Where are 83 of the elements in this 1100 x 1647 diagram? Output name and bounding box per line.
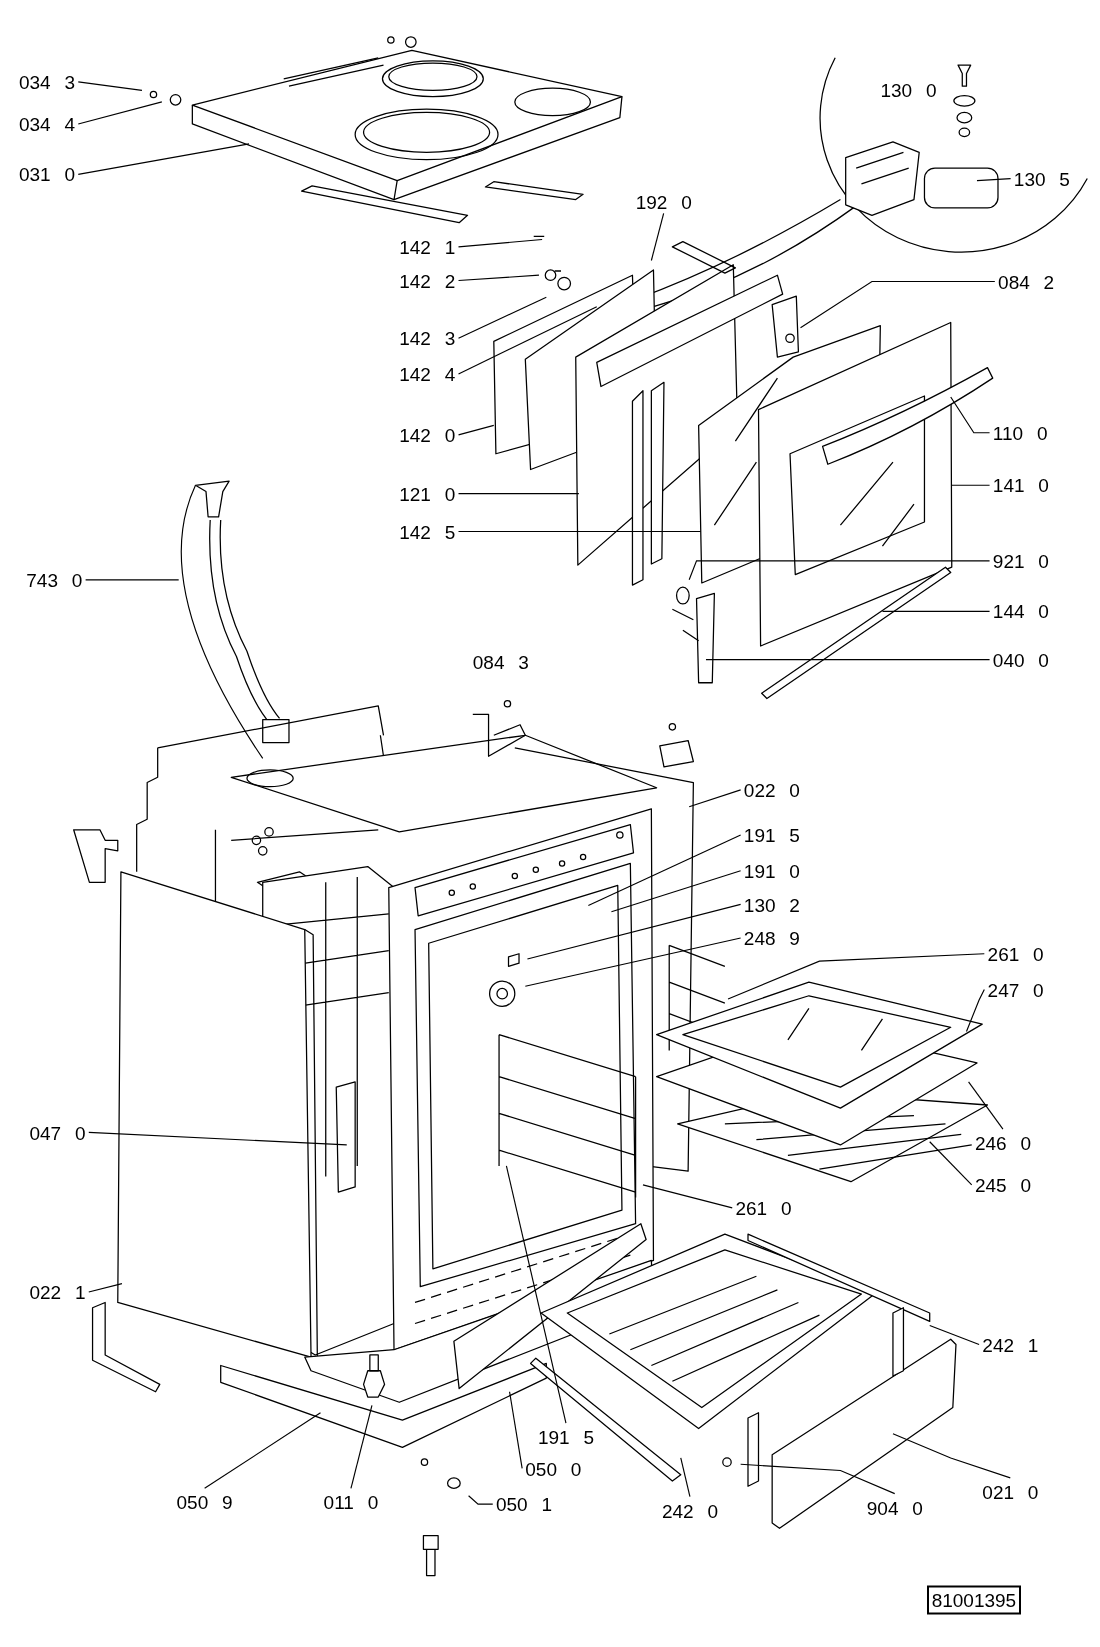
callout-number: 031 0 <box>18 164 75 184</box>
leader-line <box>526 903 742 960</box>
leader-line <box>77 143 250 175</box>
callout-number: 245 0 <box>974 1175 1032 1195</box>
leader-line <box>468 1495 494 1505</box>
leader-line <box>680 1457 691 1498</box>
leader-line <box>892 1433 1011 1479</box>
leader-line <box>688 560 991 581</box>
leader-line <box>929 1325 980 1346</box>
leader-line <box>350 1404 373 1489</box>
leader-line <box>77 81 143 91</box>
callout-number: 047 0 <box>29 1123 86 1143</box>
leader-line <box>587 834 742 906</box>
leader-line <box>457 493 580 495</box>
callout-number: 191 5 <box>743 825 800 845</box>
leader-line <box>457 274 540 282</box>
callout-number: 142 0 <box>399 425 456 445</box>
callout-number: 904 0 <box>866 1498 923 1518</box>
leader-line <box>642 1184 733 1209</box>
callout-number: 142 2 <box>399 271 456 290</box>
leader-line <box>705 659 991 661</box>
leader-line <box>951 484 991 486</box>
leader-line <box>457 238 543 248</box>
leader-line <box>457 296 547 339</box>
callout-number: 142 5 <box>399 522 456 542</box>
callout-number: 191 5 <box>537 1427 594 1447</box>
leader-line <box>976 177 1012 182</box>
leader-line <box>965 988 985 1033</box>
callout-number: 248 9 <box>743 928 800 948</box>
leader-line <box>457 424 495 436</box>
leader-line <box>799 280 996 329</box>
callout-number: 050 0 <box>525 1459 582 1479</box>
leader-line <box>881 610 991 612</box>
callout-number: 022 1 <box>29 1282 86 1302</box>
callout-number: 050 9 <box>176 1492 233 1512</box>
leader-line <box>457 306 598 375</box>
leader-line <box>727 953 985 1000</box>
callout-number: 743 0 <box>26 570 83 590</box>
leader-line <box>457 530 702 533</box>
callout-number: 121 0 <box>399 484 456 504</box>
callout-number: 261 0 <box>987 944 1044 964</box>
callout-number: 246 0 <box>974 1133 1032 1153</box>
callout-number: 261 0 <box>735 1198 792 1218</box>
leader-line <box>88 1131 348 1146</box>
leader-line <box>610 870 742 913</box>
callout-number: 141 0 <box>992 475 1049 495</box>
leader-line <box>650 212 665 262</box>
callout-number: 130 5 <box>1013 169 1070 189</box>
leader-line <box>204 1412 322 1489</box>
leader-line <box>505 1165 567 1424</box>
leader-line <box>77 101 163 125</box>
callout-number: 142 4 <box>399 364 456 384</box>
callout-number: 040 0 <box>992 650 1049 670</box>
callout-number: 022 0 <box>743 780 800 800</box>
leader-line <box>88 1283 123 1293</box>
callout-number: 084 2 <box>998 272 1055 292</box>
leader-line <box>85 484 264 759</box>
callout-number: 050 1 <box>495 1495 552 1514</box>
callout-number: 242 1 <box>982 1335 1039 1355</box>
callout-number: 921 0 <box>992 551 1049 571</box>
leader-line <box>509 1391 523 1469</box>
callout-number: 034 4 <box>18 114 75 134</box>
callout-number: 247 0 <box>987 980 1044 1000</box>
leader-line <box>740 1463 896 1495</box>
leader-line <box>524 937 742 987</box>
drawing-number-box: 81001395 <box>926 1585 1022 1615</box>
callout-number: 142 3 <box>399 328 456 348</box>
callout-number: 034 3 <box>18 72 75 92</box>
callout-number: 242 0 <box>661 1501 718 1521</box>
callout-number: 142 1 <box>399 237 456 257</box>
leader-line <box>688 789 742 808</box>
leader-line <box>950 396 991 434</box>
leader-line <box>929 1141 973 1186</box>
callout-number: 011 0 <box>323 1492 379 1512</box>
callout-number: 130 2 <box>743 895 800 915</box>
callout-number: 144 0 <box>992 601 1049 621</box>
callout-number: 130 0 <box>880 80 937 100</box>
callout-number: 110 0 <box>992 423 1048 443</box>
callout-number: 192 0 <box>635 192 692 212</box>
leader-line <box>968 1081 1004 1130</box>
callout-number: 084 3 <box>472 652 529 672</box>
callout-number: 021 0 <box>982 1482 1039 1502</box>
callout-number: 191 0 <box>743 861 800 881</box>
